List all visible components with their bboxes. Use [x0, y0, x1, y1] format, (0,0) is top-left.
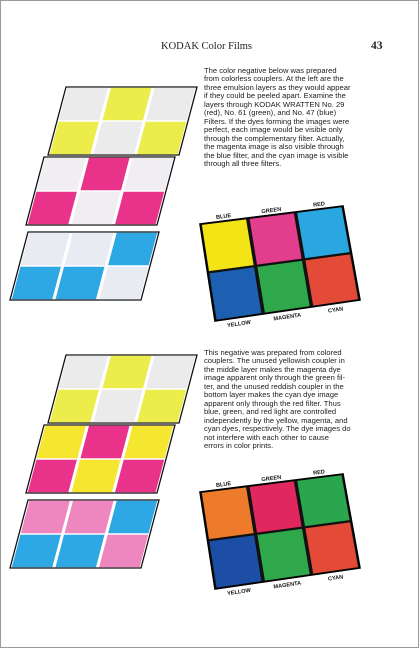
dye-label-cyan: CYAN	[328, 574, 344, 582]
emulsion-layer-3	[10, 232, 159, 300]
print-patch	[202, 219, 254, 271]
dye-label-magenta: MAGENTA	[273, 581, 301, 591]
dye-label-yellow: YELLOW	[227, 320, 252, 329]
layer-cell	[21, 501, 70, 533]
layer-cell	[81, 426, 130, 458]
print-patch	[297, 207, 349, 258]
layer-cell	[59, 356, 108, 388]
print-patch	[257, 529, 309, 581]
layer-cell	[94, 122, 143, 154]
emulsion-layer-3	[10, 500, 159, 568]
layer-cell	[65, 233, 114, 265]
print-patch	[257, 261, 309, 313]
layer-cell	[28, 460, 77, 492]
layer-cell	[124, 158, 173, 190]
layer-cell	[21, 233, 70, 265]
print-patch	[209, 535, 261, 587]
layer-cell	[103, 356, 152, 388]
layer-cell	[37, 426, 86, 458]
emulsion-layer-2	[26, 425, 175, 493]
layer-cell	[108, 233, 157, 265]
layer-cell	[81, 158, 130, 190]
layer-cell	[59, 88, 108, 120]
layer-cell	[99, 267, 148, 299]
dye-label-yellow: YELLOW	[227, 588, 252, 597]
layer-cell	[72, 192, 121, 224]
layer-cell	[146, 356, 195, 388]
filter-label-red: RED	[313, 201, 325, 208]
print-patch	[250, 481, 302, 532]
layer-cell	[94, 390, 143, 422]
print-patch	[209, 267, 261, 319]
layer-cell	[65, 501, 114, 533]
filter-label-red: RED	[313, 469, 325, 476]
layer-cell	[99, 535, 148, 567]
print-patch	[305, 254, 358, 305]
layer-cell	[56, 267, 105, 299]
print-patch	[297, 475, 349, 526]
layer-cell	[50, 390, 99, 422]
layer-cell	[124, 426, 173, 458]
layer-cell	[103, 88, 152, 120]
print-patch	[305, 522, 358, 573]
layer-cell	[137, 390, 186, 422]
layer-cell	[72, 460, 121, 492]
emulsion-layer-2	[26, 157, 175, 225]
layer-cell	[28, 192, 77, 224]
layer-cell	[146, 88, 195, 120]
layer-cell	[12, 267, 61, 299]
layer-cell	[137, 122, 186, 154]
layer-cell	[12, 535, 61, 567]
running-header-title: KODAK Color Films	[161, 41, 252, 52]
layer-cell	[115, 460, 164, 492]
print-patch	[250, 213, 302, 264]
layer-cell	[108, 501, 157, 533]
page-number: 43	[371, 40, 383, 52]
layer-cell	[56, 535, 105, 567]
print-patch	[202, 487, 254, 539]
dye-label-magenta: MAGENTA	[273, 313, 301, 323]
layer-cell	[50, 122, 99, 154]
layer-cell	[115, 192, 164, 224]
emulsion-layer-1	[48, 355, 197, 423]
dye-label-cyan: CYAN	[328, 306, 344, 314]
layer-cell	[37, 158, 86, 190]
emulsion-layer-1	[48, 87, 197, 155]
